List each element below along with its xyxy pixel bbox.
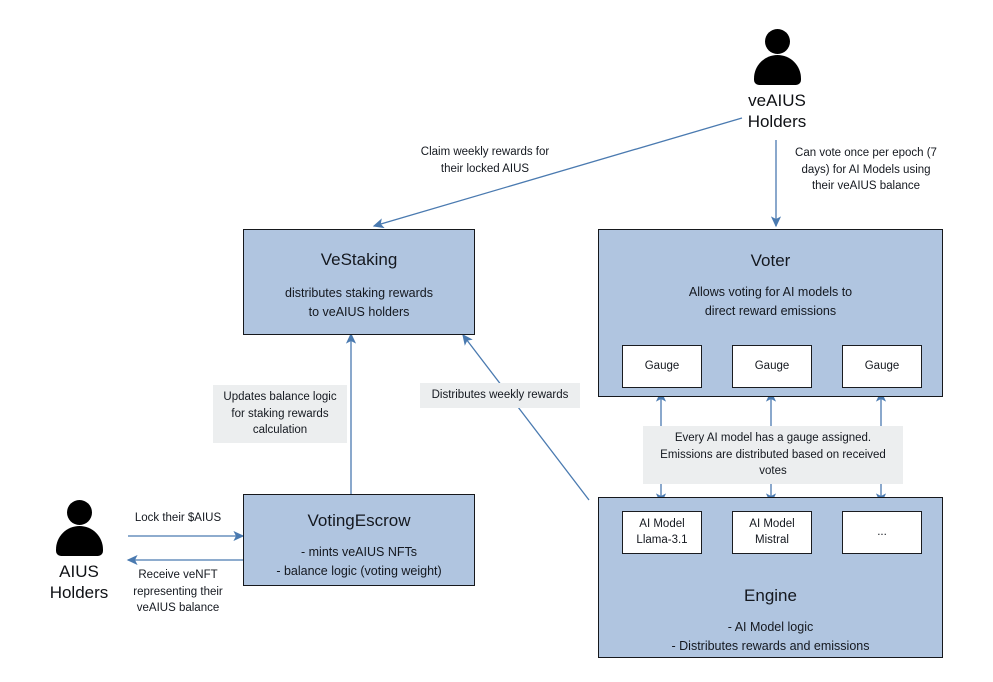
- caption-gauge-assignment: Every AI model has a gauge assigned. Emi…: [643, 426, 903, 485]
- person-icon: [50, 500, 108, 556]
- node-title-vestaking: VeStaking: [320, 250, 398, 269]
- gauge-label-3: Gauge: [864, 359, 900, 372]
- caption-claim-weekly-rewards: Claim weekly rewards for their locked AI…: [420, 146, 550, 175]
- ai-model-label-2: AI Model Mistral: [749, 517, 795, 546]
- actor-aius-holders: AIUS Holders: [24, 500, 134, 604]
- node-subtitle-votingescrow: - mints veAIUS NFTs - balance logic (vot…: [276, 545, 442, 578]
- node-subtitle-engine: - AI Model logic - Distributes rewards a…: [671, 620, 870, 653]
- person-body-icon: [55, 526, 103, 556]
- gauge-box-3[interactable]: Gauge: [842, 345, 922, 388]
- actor-veaius-holders: veAIUS Holders: [722, 29, 832, 133]
- person-head-icon: [66, 500, 92, 525]
- ai-model-label-3: ...: [877, 525, 887, 538]
- caption-updates-balance-logic: Updates balance logic for staking reward…: [213, 385, 347, 444]
- ai-model-label-1: AI Model Llama-3.1: [636, 517, 688, 546]
- ai-model-box-1[interactable]: AI Model Llama-3.1: [622, 511, 702, 554]
- gauge-box-2[interactable]: Gauge: [732, 345, 812, 388]
- node-subtitle-voter: Allows voting for AI models to direct re…: [688, 285, 853, 318]
- node-voter[interactable]: Voter Allows voting for AI models to dir…: [598, 229, 943, 397]
- gauge-label-1: Gauge: [644, 359, 680, 372]
- gauge-box-1[interactable]: Gauge: [622, 345, 702, 388]
- caption-distributes-weekly-rewards: Distributes weekly rewards: [420, 383, 580, 408]
- node-subtitle-vestaking: distributes staking rewards to veAIUS ho…: [285, 286, 433, 319]
- gauge-label-2: Gauge: [754, 359, 790, 372]
- node-votingescrow[interactable]: VotingEscrow - mints veAIUS NFTs - balan…: [243, 494, 475, 586]
- ai-model-box-3[interactable]: ...: [842, 511, 922, 554]
- node-title-engine: Engine: [744, 586, 797, 605]
- person-icon: [748, 29, 806, 85]
- caption-lock-aius: Lock their $AIUS: [134, 512, 222, 524]
- node-title-voter: Voter: [750, 251, 791, 270]
- ai-model-box-2[interactable]: AI Model Mistral: [732, 511, 812, 554]
- caption-receive-venft: Receive veNFT representing their veAIUS …: [133, 569, 223, 615]
- node-title-votingescrow: VotingEscrow: [307, 511, 411, 530]
- actor-label-aius-holders: AIUS Holders: [49, 562, 109, 603]
- person-body-icon: [753, 55, 801, 85]
- node-vestaking[interactable]: VeStaking distributes staking rewards to…: [243, 229, 475, 335]
- person-head-icon: [764, 29, 790, 54]
- actor-label-veaius-holders: veAIUS Holders: [747, 91, 807, 132]
- caption-can-vote-per-epoch: Can vote once per epoch (7 days) for AI …: [795, 147, 937, 193]
- node-engine[interactable]: Engine - AI Model logic - Distributes re…: [598, 497, 943, 658]
- edge-engine-to-vestaking: [462, 333, 590, 501]
